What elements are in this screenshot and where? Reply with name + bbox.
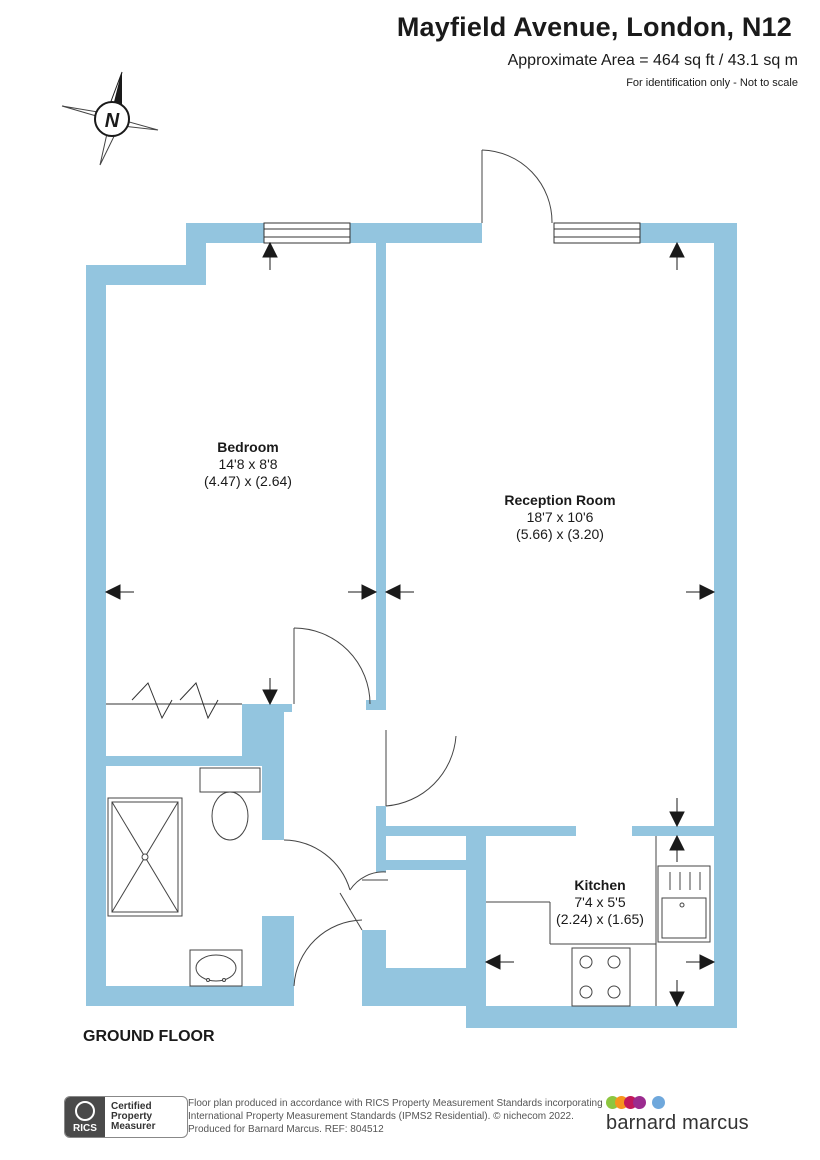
reception-label: Reception Room 18'7 x 10'6 (5.66) x (3.2… (504, 492, 615, 542)
shower-tray (107, 797, 183, 917)
reception-metric: (5.66) x (3.20) (516, 526, 604, 542)
footer-notes: Floor plan produced in accordance with R… (188, 1097, 608, 1136)
scale-disclaimer: For identification only - Not to scale (626, 77, 798, 89)
rics-logo-text: RICS (73, 1122, 97, 1134)
measure-arrows (104, 241, 716, 1008)
rics-line3: Measurer (111, 1121, 156, 1132)
rics-badge: RICS Certified Property Measurer (64, 1096, 188, 1138)
window-reception (553, 222, 641, 244)
reception-name: Reception Room (504, 492, 615, 508)
brand-logo: barnard marcus (606, 1094, 749, 1135)
bedroom-name: Bedroom (217, 439, 278, 455)
rics-seal-icon (75, 1100, 95, 1121)
approximate-area: Approximate Area = 464 sq ft / 43.1 sq m (507, 52, 798, 69)
bedroom-label: Bedroom 14'8 x 8'8 (4.47) x (2.64) (204, 439, 292, 489)
footer-line2: International Property Measurement Stand… (188, 1111, 574, 1122)
floor-label: GROUND FLOOR (83, 1028, 215, 1045)
rics-line1: Certified (111, 1101, 152, 1112)
window-bedroom (263, 222, 351, 244)
kitchen-sink-icon (657, 865, 711, 943)
wardrobe (106, 682, 242, 720)
reception-imperial: 18'7 x 10'6 (527, 509, 594, 525)
footer-line1: Floor plan produced in accordance with R… (188, 1098, 603, 1109)
toilet-icon (199, 767, 261, 841)
property-title: Mayfield Avenue, London, N12 (396, 12, 792, 42)
walls (86, 223, 737, 1028)
rics-line2: Property (111, 1111, 153, 1122)
footer-line3: Produced for Barnard Marcus. REF: 804512 (188, 1124, 384, 1135)
brand-name: barnard marcus (606, 1112, 749, 1134)
bedroom-metric: (4.47) x (2.64) (204, 473, 292, 489)
brand-dots-icon (606, 1094, 749, 1110)
kitchen-name: Kitchen (574, 877, 625, 893)
kitchen-label: Kitchen 7'4 x 5'5 (2.24) x (1.65) (556, 877, 644, 927)
basin-icon (189, 949, 243, 987)
rics-logo: RICS (65, 1097, 105, 1137)
brand-dot (633, 1095, 646, 1109)
doors (283, 149, 553, 987)
kitchen-counter (486, 836, 657, 1006)
hob-icon (571, 947, 631, 1007)
kitchen-imperial: 7'4 x 5'5 (574, 894, 625, 910)
bedroom-imperial: 14'8 x 8'8 (218, 456, 277, 472)
brand-dot (652, 1095, 665, 1109)
compass-letter: N (105, 110, 120, 132)
compass-icon: N (61, 71, 159, 166)
rics-caption: Certified Property Measurer (105, 1102, 155, 1132)
kitchen-metric: (2.24) x (1.65) (556, 911, 644, 927)
